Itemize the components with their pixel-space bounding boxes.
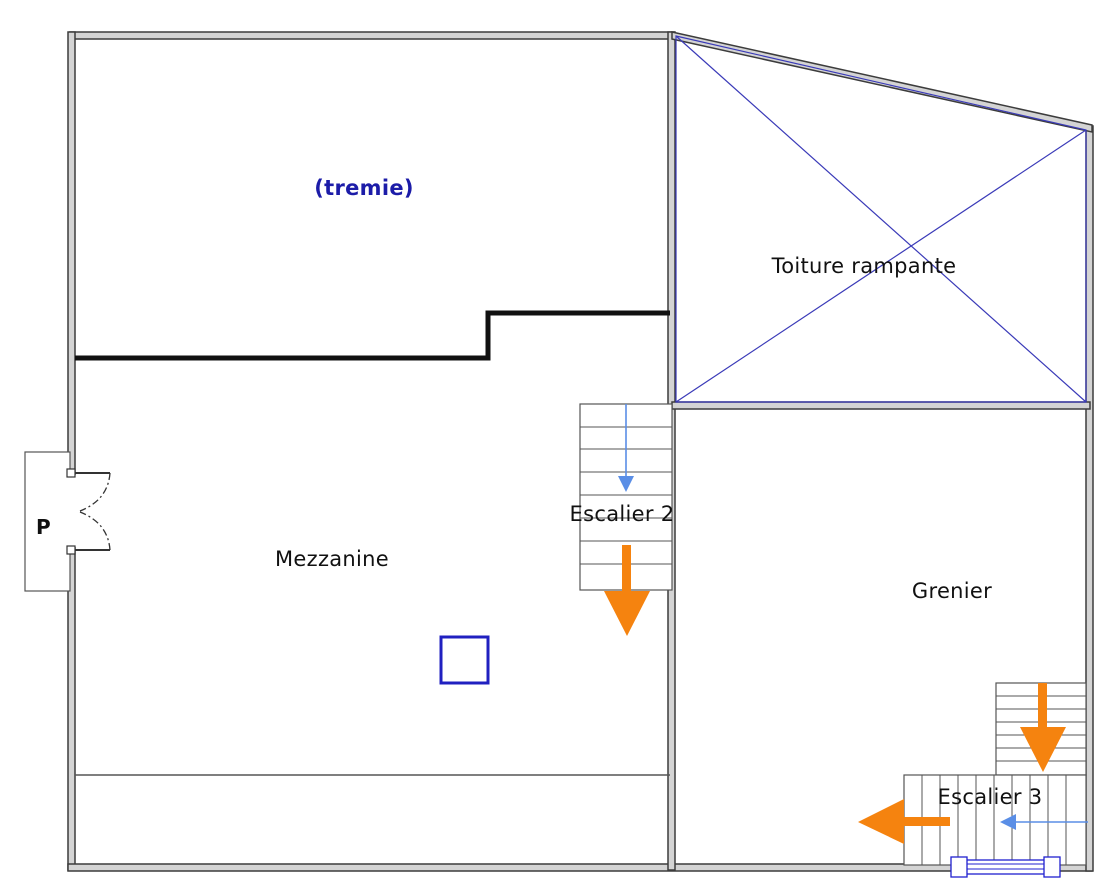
door-opening xyxy=(67,475,77,547)
toiture-rampante-cross xyxy=(675,35,1087,403)
wall-right xyxy=(1085,125,1094,872)
wall-top-left xyxy=(69,31,675,40)
door-jamb-top xyxy=(66,468,76,478)
escalier-3-orange-left-shaft xyxy=(902,817,950,826)
escalier-2 xyxy=(579,403,673,636)
label-escalier-3: Escalier 3 xyxy=(938,785,1043,809)
escalier-3-blue-arrow xyxy=(1000,814,1016,830)
label-mezzanine: Mezzanine xyxy=(275,547,389,571)
escalier-2-orange-shaft xyxy=(622,545,631,593)
label-escalier-2: Escalier 2 xyxy=(570,502,675,526)
mezzanine-blue-square xyxy=(439,635,490,685)
escalier-3-orange-left-arrow xyxy=(858,799,904,844)
wall-left xyxy=(67,31,76,871)
door-swing-top xyxy=(79,472,111,512)
door-recess xyxy=(24,451,71,592)
toiture-diag-2 xyxy=(675,129,1087,403)
window-jamb-right xyxy=(1043,856,1061,878)
escalier-3 xyxy=(858,682,1088,866)
window-jamb-left xyxy=(950,856,968,878)
wall-toiture-grenier xyxy=(671,401,1091,410)
escalier-2-orange-arrow xyxy=(604,591,650,636)
window-bottom xyxy=(950,856,1061,878)
window-frame xyxy=(957,859,1057,875)
tremie-outline xyxy=(75,310,670,361)
door-label: P xyxy=(36,515,51,539)
toiture-diag-1 xyxy=(675,35,1087,403)
escalier-3-orange-down-arrow xyxy=(1020,727,1066,772)
escalier-3-orange-down-shaft xyxy=(1038,683,1047,729)
door-swing-bottom xyxy=(79,511,111,551)
label-tremie: (tremie) xyxy=(314,176,414,200)
door-p: P xyxy=(24,451,111,592)
door-jamb-bottom xyxy=(66,545,76,555)
label-grenier: Grenier xyxy=(912,579,992,603)
label-toiture-rampante: Toiture rampante xyxy=(771,254,957,278)
escalier-2-blue-arrow xyxy=(618,476,634,492)
